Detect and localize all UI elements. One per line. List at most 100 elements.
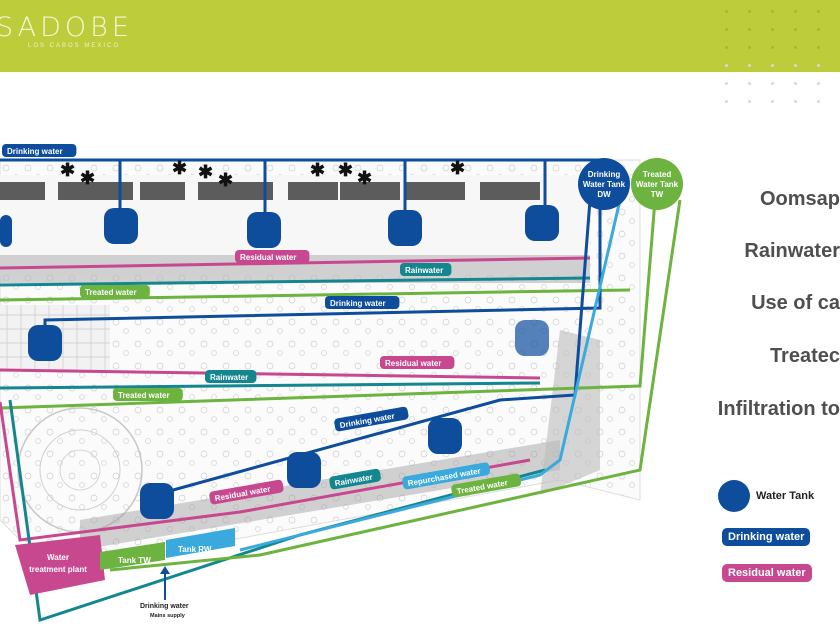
- decorative-dot: [725, 82, 728, 85]
- line-label-residual-water-2: Residual water: [380, 356, 455, 369]
- lower-building-row: [80, 440, 560, 550]
- decorative-dot: [771, 10, 774, 13]
- decorative-dot: [771, 28, 774, 31]
- decorative-dot: [771, 100, 774, 103]
- decorative-dot: [794, 28, 797, 31]
- tank-tw-block: Tank TW: [100, 542, 165, 570]
- water-tank: [140, 483, 174, 519]
- tank-rw-block: Tank RW: [166, 528, 235, 558]
- tank-tw-line2: Water Tank: [636, 180, 679, 189]
- tree-icon: ✱: [218, 170, 233, 190]
- trees: ✱ ✱ ✱ ✱ ✱ ✱ ✱ ✱ ✱: [60, 158, 465, 190]
- decorative-dot-grid: [725, 8, 840, 158]
- svg-text:Drinking water: Drinking water: [7, 147, 63, 156]
- tank-rw-label: Tank RW: [178, 545, 212, 554]
- svg-text:Residual water: Residual water: [240, 253, 296, 262]
- legend-water-tank-label: Water Tank: [756, 490, 815, 502]
- tank-tw-line1: Treated: [643, 170, 672, 179]
- decorative-dot: [794, 100, 797, 103]
- line-label-rainwater-2: Rainwater: [205, 370, 257, 383]
- decorative-dot: [748, 100, 751, 103]
- tree-icon: ✱: [357, 168, 372, 188]
- wtp-line2: treatment plant: [29, 565, 87, 574]
- decorative-dot: [817, 10, 820, 13]
- decorative-dot: [725, 28, 728, 31]
- decorative-dot: [748, 10, 751, 13]
- water-tanks: [0, 205, 559, 519]
- feature-item: Oomsap: [759, 188, 840, 210]
- tank-dw-line2: Water Tank: [583, 180, 626, 189]
- decorative-dot: [748, 46, 751, 49]
- decorative-dot: [771, 46, 774, 49]
- line-label-drinking-water-mid: Drinking water: [325, 296, 400, 309]
- svg-text:Residual water: Residual water: [385, 359, 441, 368]
- decorative-dot: [817, 100, 820, 103]
- decorative-dot: [748, 64, 751, 67]
- line-label-drinking-water-top: Drinking water: [2, 144, 77, 157]
- treated-water-tank-tw: Treated Water Tank TW: [631, 158, 683, 210]
- decorative-dot: [817, 28, 820, 31]
- svg-text:Treated water: Treated water: [118, 391, 170, 400]
- svg-text:Drinking water: Drinking water: [330, 299, 386, 308]
- water-tank: [525, 205, 559, 241]
- drinking-water-tank-dw: Drinking Water Tank DW: [578, 158, 630, 210]
- tree-icon: ✱: [450, 158, 465, 178]
- legend-water-tank-swatch: [718, 480, 750, 512]
- water-tank: [247, 212, 281, 248]
- decorative-dot: [771, 82, 774, 85]
- decorative-dot: [794, 10, 797, 13]
- decorative-dot: [794, 64, 797, 67]
- tank-tw-label: Tank TW: [118, 556, 151, 565]
- decorative-dot: [748, 28, 751, 31]
- mains-supply: Drinking water Mains supply: [140, 566, 189, 619]
- decorative-dot: [748, 82, 751, 85]
- water-flow-diagram: ✱ ✱ ✱ ✱ ✱ ✱ ✱ ✱ ✱ Drinking Water Tank DW…: [0, 144, 683, 622]
- line-label-treated-water-2: Treated water: [113, 388, 183, 401]
- water-treatment-plant: Water treatment plant: [15, 535, 105, 595]
- line-label-residual-water-1: Residual water: [235, 250, 310, 263]
- water-tank: [28, 325, 62, 361]
- legend-drinking-water: Drinking water: [722, 528, 811, 546]
- decorative-dot: [817, 82, 820, 85]
- decorative-dot: [725, 46, 728, 49]
- feature-item: Treatec: [769, 345, 840, 367]
- decorative-dot: [794, 46, 797, 49]
- decorative-dot: [794, 82, 797, 85]
- line-label-treated-water-1: Treated water: [80, 285, 150, 298]
- decorative-dot: [817, 64, 820, 67]
- rooftops: [0, 182, 540, 200]
- flow-lines: [0, 158, 682, 622]
- svg-text:Rainwater: Rainwater: [405, 266, 443, 275]
- line-label-rainwater-1: Rainwater: [400, 263, 452, 276]
- water-tank: [515, 320, 549, 356]
- decorative-dot: [725, 100, 728, 103]
- brand-logo: SADOBE: [0, 12, 133, 43]
- tree-icon: ✱: [172, 158, 187, 178]
- header-banner: SADOBE LOS CABOS MEXICO: [0, 0, 840, 72]
- legend-residual-water: Residual water: [722, 564, 812, 582]
- water-tank: [428, 418, 462, 454]
- tank-dw-line3: DW: [597, 190, 611, 199]
- tree-icon: ✱: [60, 160, 75, 180]
- water-tank: [388, 210, 422, 246]
- tank-dw-line1: Drinking: [588, 170, 621, 179]
- svg-text:Rainwater: Rainwater: [210, 373, 248, 382]
- decorative-dot: [725, 64, 728, 67]
- tree-icon: ✱: [310, 160, 325, 180]
- water-tank: [104, 208, 138, 244]
- water-tank: [287, 452, 321, 488]
- tree-icon: ✱: [338, 160, 353, 180]
- tree-icon: ✱: [80, 168, 95, 188]
- svg-text:Treated water: Treated water: [85, 288, 137, 297]
- wtp-line1: Water: [47, 553, 69, 562]
- feature-item: Rainwater: [744, 240, 840, 262]
- feature-item: Infiltration to: [717, 398, 840, 420]
- tank-tw-line3: TW: [651, 190, 664, 199]
- mains-supply-line2: Mains supply: [150, 613, 186, 619]
- decorative-dot: [817, 46, 820, 49]
- decorative-dot: [725, 10, 728, 13]
- feature-item: Use of ca: [751, 292, 840, 314]
- decorative-dot: [771, 64, 774, 67]
- brand-subtitle: LOS CABOS MEXICO: [28, 43, 121, 49]
- tree-icon: ✱: [198, 162, 213, 182]
